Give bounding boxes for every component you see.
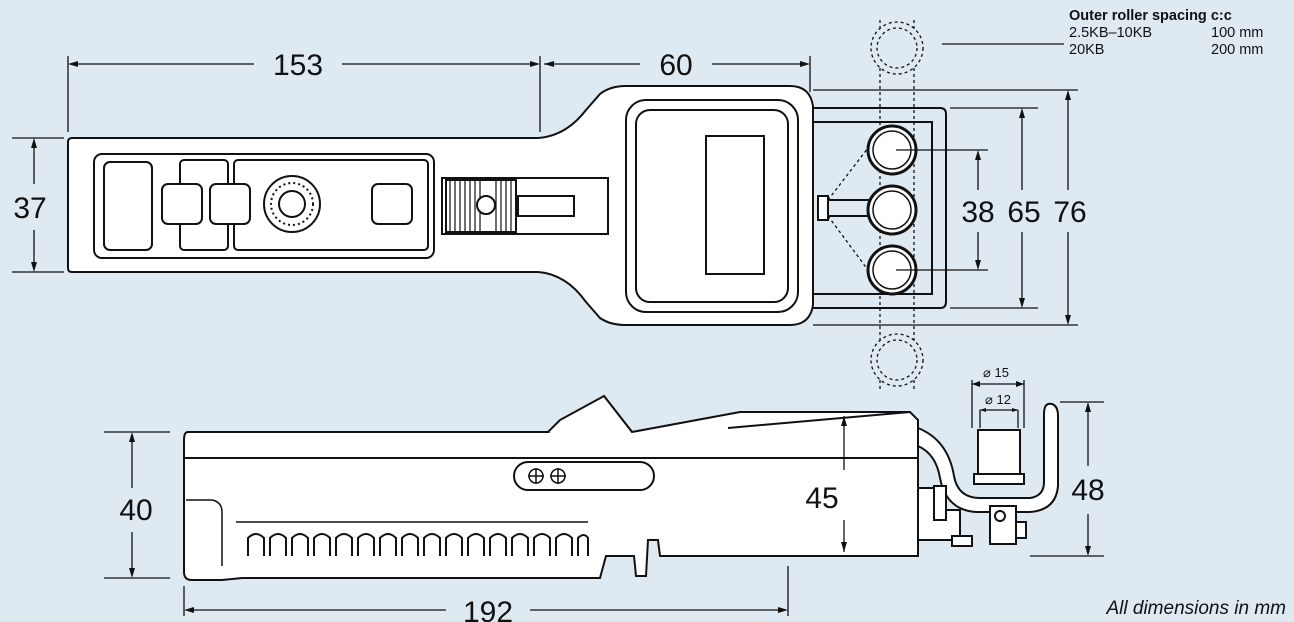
dim-37: 37 — [13, 192, 46, 225]
side-screws — [528, 468, 566, 484]
roller-axle — [817, 195, 829, 221]
side-grip-ribs — [247, 533, 589, 556]
legend-spacing: 100 mm — [1211, 25, 1264, 41]
side-dimensions — [104, 380, 1104, 616]
dim-45: 45 — [805, 482, 838, 515]
dim-65: 65 — [1007, 196, 1040, 229]
side-roller — [977, 429, 1021, 477]
roller-guide-lines — [827, 20, 915, 390]
dim-diam-12: ⌀ 12 — [985, 392, 1011, 407]
side-grip-edge — [186, 499, 223, 566]
side-clamp-foot — [951, 535, 973, 547]
side-mount-plate — [933, 485, 947, 521]
slider-slot — [517, 195, 575, 217]
roller-bracket — [813, 107, 947, 309]
legend-spacing: 200 mm — [1211, 42, 1264, 58]
side-slot — [513, 461, 655, 491]
slider-track — [441, 177, 609, 235]
side-head-line — [727, 411, 911, 429]
legend-row: 20KB 200 mm — [1069, 42, 1291, 59]
outer-roller-ghost-top-inner — [876, 27, 918, 69]
legend-title: Outer roller spacing c:c — [1069, 8, 1232, 24]
display-lcd — [705, 135, 765, 275]
legend-model: 2.5KB–10KB — [1069, 25, 1153, 41]
legend-row: 2.5KB–10KB 100 mm — [1069, 25, 1291, 42]
zero-knob-outer — [263, 175, 321, 233]
side-roller-base — [973, 473, 1025, 485]
slider-button — [476, 195, 496, 215]
outer-roller-ghost-bottom — [870, 333, 924, 387]
side-clamp-screw — [994, 510, 1006, 522]
panel-slot — [103, 161, 153, 251]
panel-button-1 — [161, 183, 203, 225]
dim-153: 153 — [273, 49, 323, 82]
dim-76: 76 — [1053, 196, 1086, 229]
top-arrowheads — [31, 61, 1071, 325]
slider-grip-ribs — [449, 180, 512, 232]
dim-60: 60 — [659, 49, 692, 82]
top-view — [67, 20, 947, 390]
rollers — [866, 124, 918, 296]
outer-roller-ghost-bottom-inner — [876, 339, 918, 381]
zero-knob-ring — [270, 182, 314, 226]
dim-38: 38 — [961, 196, 994, 229]
roller-spacing-legend: Outer roller spacing c:c 2.5KB–10KB 100 … — [1069, 8, 1291, 59]
display-window — [635, 109, 789, 303]
legend-model: 20KB — [1069, 42, 1105, 58]
dim-48: 48 — [1071, 474, 1104, 507]
outer-roller-ghost-top — [870, 21, 924, 75]
dim-40: 40 — [119, 494, 152, 527]
panel-button-2 — [209, 183, 251, 225]
dim-192: 192 — [463, 596, 513, 622]
side-top-ridge — [547, 394, 633, 433]
panel-button-3 — [371, 183, 413, 225]
dim-diam-15: ⌀ 15 — [983, 365, 1009, 380]
roller-middle — [866, 184, 918, 236]
side-view — [183, 394, 1059, 581]
side-arrowheads — [129, 381, 1091, 613]
side-clamp-nut — [1015, 521, 1027, 539]
head-frame — [625, 99, 799, 313]
units-note: All dimensions in mm — [1106, 598, 1287, 619]
zero-knob-inner — [278, 190, 306, 218]
